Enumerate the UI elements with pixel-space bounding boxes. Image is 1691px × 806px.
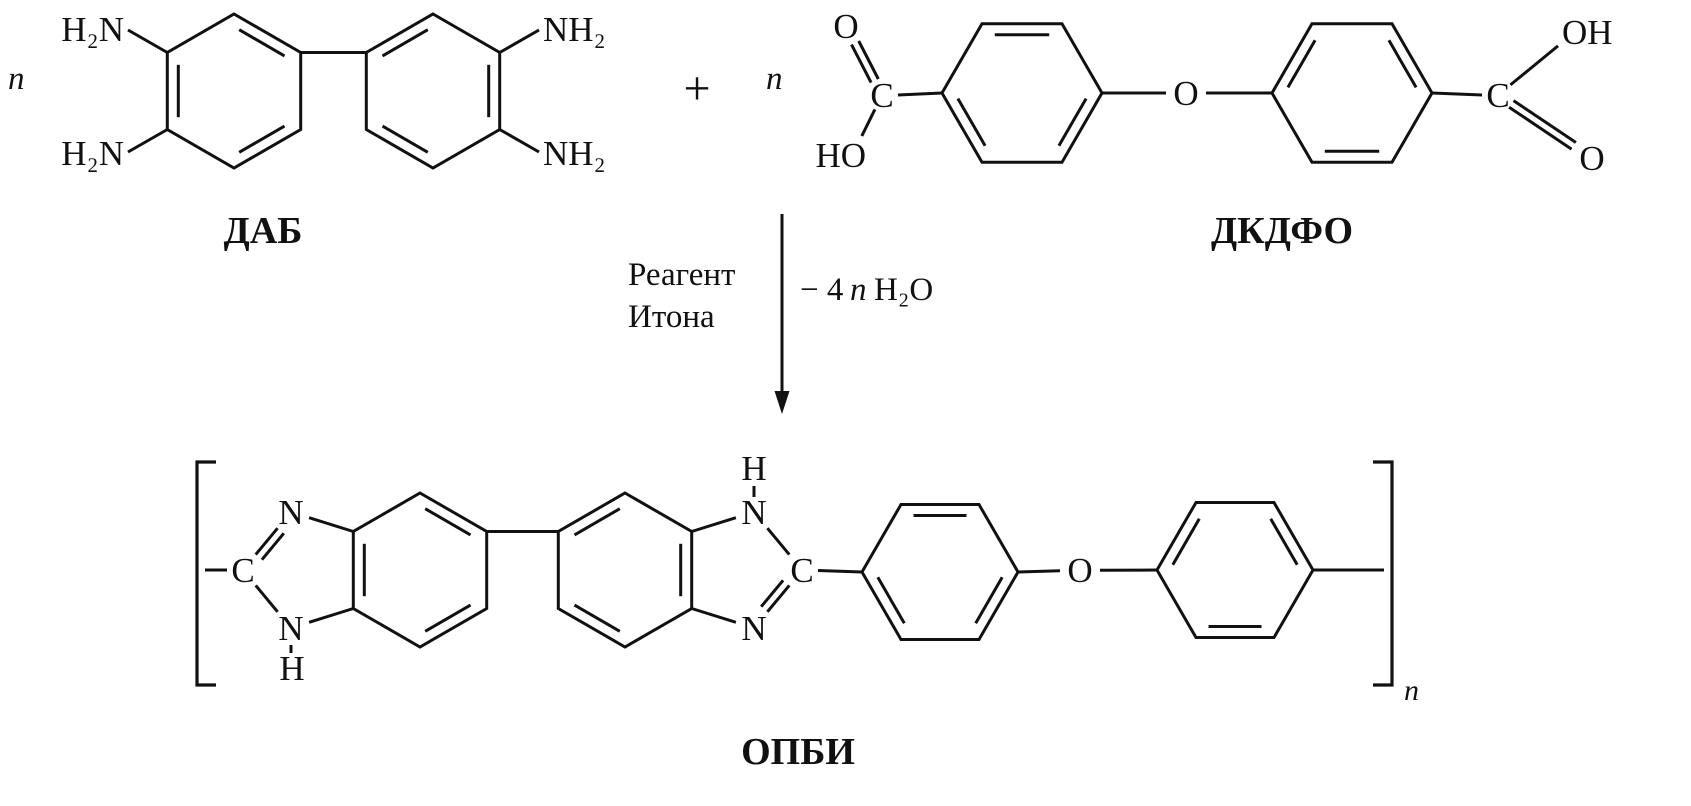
dkdfo-benzene-ring-right: [1270, 22, 1434, 164]
opbi-structure: C N N H H N N C O n ОПБИ: [195, 449, 1419, 773]
reagent-line-2: Итона: [628, 299, 715, 335]
benzo1-ntop-bond: [308, 516, 354, 533]
carbonyl-double-bond-right-2: [1512, 99, 1577, 144]
benzimidazole2-benzene-ring: [556, 491, 694, 649]
left-bracket: [195, 460, 216, 687]
ether-oxygen-label: O: [1067, 551, 1092, 590]
carbon-left-label: C: [231, 551, 254, 590]
byproduct-prefix: − 4: [800, 272, 843, 308]
nbottom-benzo2-bond: [691, 607, 737, 624]
amine-bond-top-left: [127, 28, 169, 54]
hydrogen-bottom-left-label: H: [279, 649, 304, 688]
carbon-right-label: C: [790, 551, 813, 590]
dab-coefficient: n: [8, 61, 25, 97]
carbonyl-double-bond-left-2: [850, 43, 873, 84]
byproduct-formula: H₂O: [874, 272, 933, 308]
amine-bond-top-right: [498, 28, 540, 54]
opbi-phenyl-ring-right: [1155, 501, 1315, 639]
dkdfo-benzene-ring-left: [940, 22, 1104, 164]
carbonyl-double-bond-left-1: [857, 40, 880, 80]
nitrogen-top-right-label: N: [741, 493, 766, 532]
phenyl3-ether-bond: [1017, 569, 1061, 574]
carbon-right-label: C: [1486, 76, 1509, 115]
reaction-arrowhead: [774, 391, 790, 414]
hydroxyl-right-label: OH: [1562, 13, 1613, 52]
ring2-c-bond: [1431, 91, 1483, 97]
dkdfo-name: ДКДФО: [1211, 210, 1353, 252]
c1-ntop-double-1: [254, 527, 279, 556]
dab-name: ДАБ: [224, 210, 303, 252]
c-ring-bond-left: [897, 91, 943, 97]
amine-label-top-right: NH₂: [543, 10, 606, 49]
c1-nbottom-bond: [254, 584, 279, 613]
amine-bond-bottom-right: [498, 128, 540, 154]
reagent-line-1: Реагент: [628, 257, 735, 293]
dkdfo-structure: n O C HO O C OH O ДКДФО: [766, 7, 1613, 252]
dkdfo-coefficient: n: [766, 61, 783, 97]
carbon-left-label: C: [870, 76, 893, 115]
amine-label-bottom-left: H₂N: [61, 134, 124, 173]
c-oh-bond-left: [860, 108, 877, 137]
hydrogen-top-right-label: H: [741, 449, 766, 488]
opbi-name: ОПБИ: [741, 731, 855, 773]
c-oh-bond-right: [1509, 44, 1559, 87]
carbonyl-oxygen-left-label: O: [833, 7, 858, 46]
amine-label-bottom-right: NH₂: [543, 134, 606, 173]
plus-sign: +: [683, 62, 710, 115]
nitrogen-bottom-left-label: N: [278, 609, 303, 648]
opbi-phenyl-ring-left: [860, 503, 1020, 641]
dab-benzene-ring-left: [165, 12, 303, 170]
amine-bond-bottom-left: [127, 128, 169, 154]
right-bracket: [1373, 460, 1394, 687]
dab-benzene-ring-right: [364, 12, 502, 170]
c1-ntop-double-2: [260, 532, 285, 561]
reaction-conditions: Реагент Итона − 4 n H₂O: [628, 214, 933, 414]
nbottom-benzo1-bond: [308, 607, 354, 624]
nitrogen-bottom-right-label: N: [741, 609, 766, 648]
c2-phenyl-bond: [817, 569, 863, 574]
c2-nbottom-double-2: [760, 579, 785, 608]
c2-nbottom-double-1: [766, 584, 791, 613]
ntop-c2-bond: [766, 527, 791, 556]
benzo2-ntop-bond: [691, 516, 737, 533]
dab-structure: H₂N H₂N NH₂ NH₂ n ДАБ: [8, 10, 606, 252]
byproduct-coefficient: n: [850, 272, 867, 308]
ether-oxygen-label: O: [1173, 74, 1198, 113]
nitrogen-top-left-label: N: [278, 493, 303, 532]
carbonyl-oxygen-right-label: O: [1579, 139, 1604, 178]
benzimidazole1-benzene-ring: [351, 491, 489, 649]
carbonyl-double-bond-right-1: [1508, 105, 1573, 151]
repeat-subscript-n: n: [1404, 674, 1419, 707]
hydroxyl-left-label: HO: [815, 136, 866, 175]
amine-label-top-left: H₂N: [61, 10, 124, 49]
